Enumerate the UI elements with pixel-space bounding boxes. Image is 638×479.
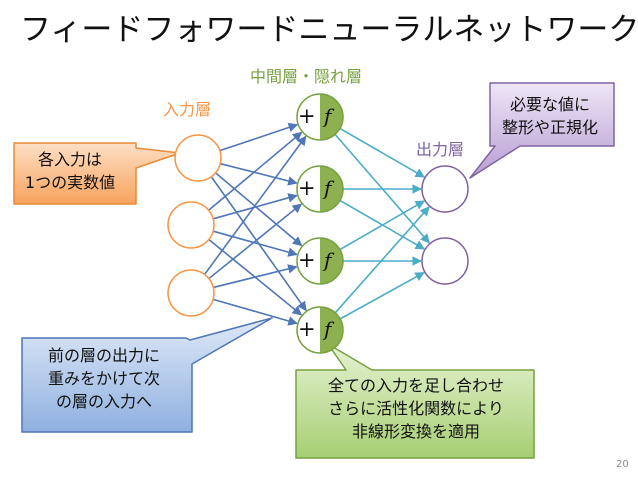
prev-note-line-3: の層の入力へ [55, 392, 152, 411]
callout-sum-note [295, 343, 535, 459]
input-layer-label: 入力層 [163, 100, 212, 119]
edge-input-hidden-3-4 [212, 298, 298, 326]
hidden-node-3 [296, 237, 344, 285]
edge-input-hidden-3-3 [213, 264, 298, 289]
input-node-2 [167, 201, 215, 249]
callout-input-note [13, 142, 181, 205]
output-node-2 [421, 237, 469, 285]
edge-input-hidden-2-1 [208, 131, 303, 211]
output-note-line-2: 整形や正規化 [501, 118, 598, 137]
input-note-line-2: 1つの実数値 [24, 173, 116, 192]
callout-output-note [469, 82, 615, 179]
edges-input-to-hidden [203, 122, 307, 326]
edge-hidden-output-3-1 [339, 200, 426, 251]
sum-symbol-4: + [298, 317, 316, 341]
edge-input-hidden-1-3 [215, 172, 303, 247]
hidden-node-1 [296, 93, 344, 141]
edge-input-hidden-1-2 [220, 162, 298, 186]
prev-note-line-2: 重みをかけて次 [47, 369, 160, 388]
prev-layer-note-text: 前の層の出力に 重みをかけて次 の層の入力へ [18, 344, 190, 413]
edge-hidden-output-4-2 [339, 271, 425, 320]
input-note-text: 各入力は 1つの実数値 [0, 148, 140, 194]
hidden-layer-label: 中間層・隠れ層 [250, 67, 363, 86]
output-layer-label: 出力層 [416, 140, 465, 159]
edge-hidden-output-1-1 [339, 127, 426, 178]
input-note-line-1: 各入力は [37, 150, 102, 169]
edges-hidden-to-output [334, 127, 430, 320]
output-note-text: 必要な値に 整形や正規化 [485, 93, 615, 139]
sum-note-line-2: さらに活性化関数により [328, 399, 504, 418]
activation-symbol-4: f [324, 317, 332, 341]
output-node-1 [421, 165, 469, 213]
sum-symbol-2: + [298, 176, 316, 200]
edge-input-hidden-2-3 [212, 230, 298, 257]
page-number: 20 [616, 459, 629, 470]
slide-title: フィードフォワードニューラルネットワーク [20, 12, 638, 48]
prev-note-line-1: 前の層の出力に [47, 346, 160, 365]
output-note-line-1: 必要な値に [509, 95, 590, 114]
callout-prev-note [21, 317, 273, 433]
hidden-node-2 [296, 165, 344, 213]
sum-symbol-3: + [298, 248, 316, 272]
edge-input-hidden-2-2 [212, 193, 298, 220]
edge-input-hidden-1-1 [219, 122, 299, 152]
activation-symbol-1: f [324, 104, 332, 128]
sum-note-line-1: 全ての入力を足し合わせ [327, 376, 504, 395]
input-node-3 [167, 269, 215, 317]
edge-input-hidden-3-2 [208, 203, 303, 280]
sum-note-line-3: 非線形変換を適用 [351, 422, 480, 441]
sum-note-text: 全ての入力を足し合わせ さらに活性化関数により 非線形変換を適用 [296, 374, 536, 443]
activation-symbol-2: f [324, 176, 332, 200]
edge-hidden-output-4-1 [334, 206, 430, 314]
edge-input-hidden-3-1 [203, 135, 307, 275]
hidden-node-4 [296, 306, 344, 354]
sum-symbol-1: + [298, 104, 316, 128]
activation-symbol-3: f [324, 248, 332, 272]
input-node-1 [174, 134, 222, 182]
